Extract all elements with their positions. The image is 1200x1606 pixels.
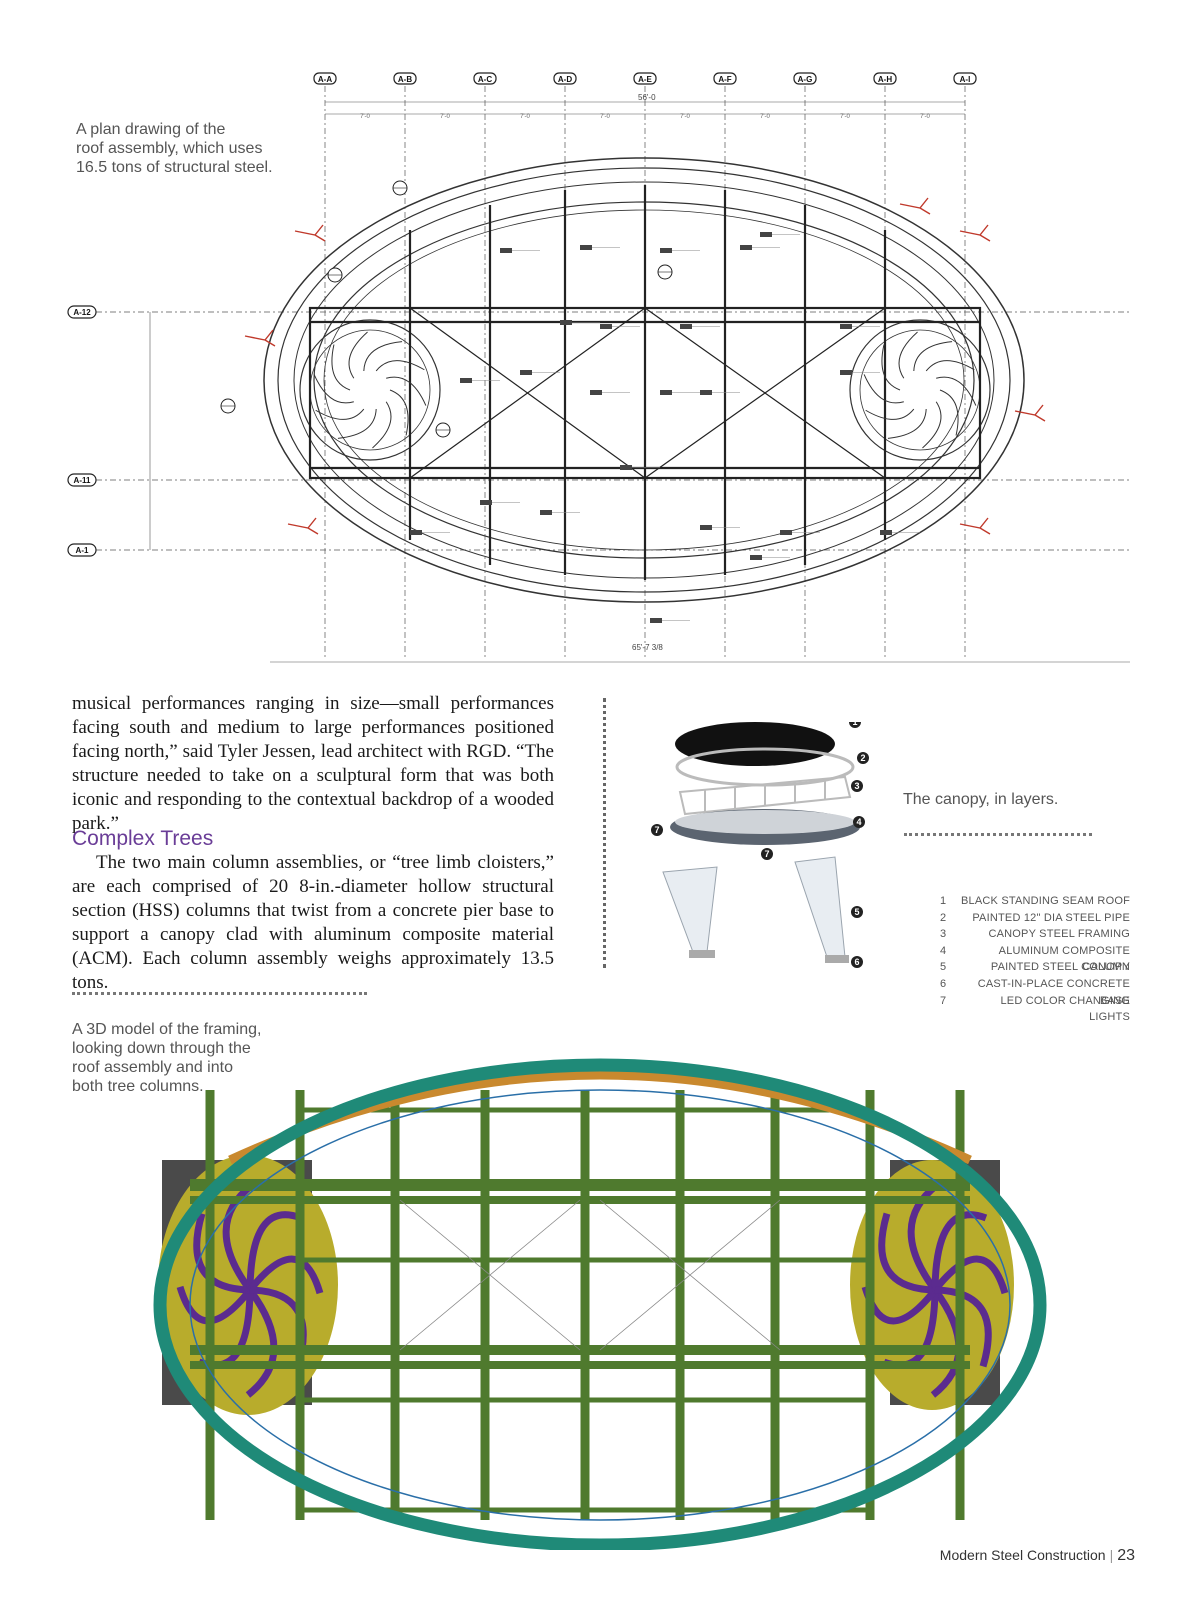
teal-ring bbox=[153, 1058, 1047, 1550]
page-footer: Modern Steel Construction|23 bbox=[940, 1547, 1135, 1565]
grid-row-label: A-12 bbox=[73, 308, 91, 317]
legend-label: ALUMINUM COMPOSITE CANOPY bbox=[998, 944, 1130, 974]
model-caption: A 3D model of the framing, looking down … bbox=[72, 1021, 262, 1095]
grid-row-label: A-1 bbox=[76, 546, 89, 555]
legend-label: CANOPY STEEL FRAMING bbox=[988, 928, 1130, 941]
legend-num: 7 bbox=[940, 994, 947, 1007]
grid-col-label: A-C bbox=[478, 75, 492, 84]
canopy-marker: 5 bbox=[854, 907, 859, 917]
legend-num: 5 bbox=[940, 961, 947, 974]
legend-row: 4 ALUMINUM COMPOSITE CANOPY bbox=[940, 943, 1130, 974]
canopy-legend: 1 BLACK STANDING SEAM ROOF 2 PAINTED 12" D… bbox=[940, 893, 1130, 1024]
magazine-name: Modern Steel Construction bbox=[939, 1547, 1106, 1563]
canopy-marker: 3 bbox=[854, 781, 859, 791]
dim-label: 7'-0 bbox=[840, 114, 850, 120]
dim-label: 7'-0 bbox=[600, 114, 610, 120]
grid-col-label: A-G bbox=[798, 75, 813, 84]
framing-3d-model bbox=[153, 1058, 1047, 1550]
legend-num: 3 bbox=[940, 928, 947, 941]
dim-label: 7'-0 bbox=[920, 114, 930, 120]
legend-row: 2 PAINTED 12" DIA STEEL PIPE bbox=[940, 910, 1130, 927]
grid-col-label: A-F bbox=[718, 75, 731, 84]
legend-label: BLACK STANDING SEAM ROOF bbox=[960, 895, 1130, 907]
grid-col-label: A-B bbox=[398, 75, 412, 84]
canopy-marker: 1 bbox=[852, 722, 857, 727]
overall-dim-top: 56'-0 bbox=[638, 93, 656, 102]
article-paragraph-1: musical performances ranging in size—sma… bbox=[72, 692, 554, 836]
grid-col-label: A-H bbox=[878, 75, 892, 84]
dim-label: 7'-0 bbox=[360, 114, 370, 120]
page-number: 23 bbox=[1117, 1547, 1135, 1564]
paragraph-text: musical performances ranging in size—sma… bbox=[72, 693, 554, 834]
legend-label: CAST-IN-PLACE CONCRETE BASE bbox=[977, 977, 1130, 1007]
vertical-divider bbox=[603, 698, 606, 968]
grid-col-label: A-A bbox=[318, 75, 332, 84]
legend-row: 1 BLACK STANDING SEAM ROOF bbox=[940, 893, 1130, 910]
canopy-marker: 4 bbox=[856, 817, 861, 827]
canopy-marker: 2 bbox=[860, 753, 865, 763]
canopy-caption: The canopy, in layers. bbox=[903, 791, 1059, 808]
grid-row-label: A-11 bbox=[74, 476, 91, 485]
overall-dim-bottom: 65'-7 3/8 bbox=[632, 643, 663, 652]
dim-label: 7'-0 bbox=[440, 114, 450, 120]
legend-row: 6 CAST-IN-PLACE CONCRETE BASE bbox=[940, 976, 1130, 1007]
section-subhead: Complex Trees bbox=[72, 827, 214, 850]
legend-label: LED COLOR CHANGING LIGHTS bbox=[1000, 994, 1130, 1024]
plan-caption: A plan drawing of the roof assembly, whi… bbox=[76, 121, 273, 176]
canopy-marker: 7 bbox=[654, 825, 659, 835]
legend-row: 5 PAINTED STEEL COLUMN bbox=[940, 959, 1130, 976]
legend-row: 7 LED COLOR CHANGING LIGHTS bbox=[940, 993, 1130, 1024]
legend-label: PAINTED STEEL COLUMN bbox=[990, 961, 1130, 974]
legend-num: 4 bbox=[940, 944, 947, 957]
canopy-marker: 6 bbox=[854, 957, 859, 967]
grid-col-label: A-E bbox=[638, 75, 652, 84]
dim-label: 7'-0 bbox=[680, 114, 690, 120]
canopy-layers-illustration: 1 2 3 4 7 7 5 6 bbox=[651, 722, 869, 968]
legend-num: 1 bbox=[940, 895, 947, 907]
dim-label: 7'-0 bbox=[760, 114, 770, 120]
grid-col-label: A-I bbox=[960, 75, 971, 84]
horizontal-divider-left bbox=[72, 992, 367, 995]
horizontal-divider-right bbox=[904, 833, 1092, 836]
dim-label: 7'-0 bbox=[520, 114, 530, 120]
footer-separator: | bbox=[1109, 1547, 1114, 1563]
legend-row: 3 CANOPY STEEL FRAMING bbox=[940, 926, 1130, 943]
paragraph-text: The two main column assemblies, or “tree… bbox=[72, 852, 554, 993]
legend-num: 6 bbox=[940, 977, 947, 990]
legend-label: PAINTED 12" DIA STEEL PIPE bbox=[972, 911, 1130, 924]
grid-col-label: A-D bbox=[558, 75, 572, 84]
article-paragraph-2: The two main column assemblies, or “tree… bbox=[72, 851, 554, 995]
canopy-marker: 7 bbox=[764, 849, 769, 859]
roof-plan-drawing: A-A 7'-0 A-B 7'-0 A-C 7'-0 A-D 7'-0 A-E 7'-0 A-F 7'… bbox=[67, 72, 1130, 663]
legend-num: 2 bbox=[940, 911, 947, 924]
